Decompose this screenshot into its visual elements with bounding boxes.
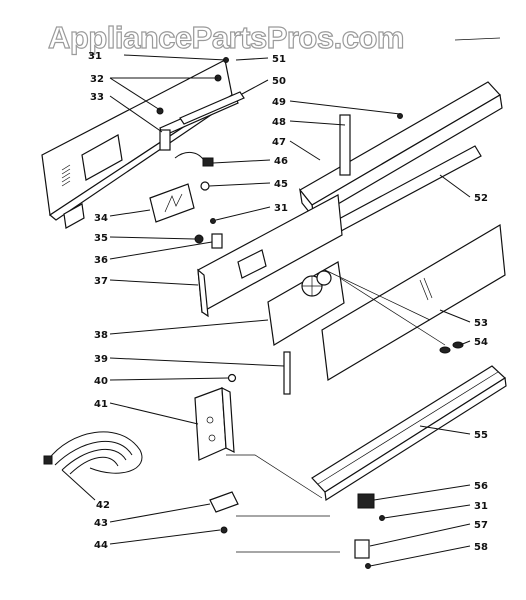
- callout-51: 51: [272, 54, 286, 65]
- screw-31-low: [379, 515, 385, 521]
- callout-31-top: 31: [88, 51, 102, 62]
- part-glass-panel-53: [321, 224, 506, 381]
- part-connector-46: [174, 152, 214, 167]
- part-panel-insert-38: [267, 261, 345, 346]
- callout-36: 36: [94, 255, 108, 266]
- part-plate-41: [194, 386, 235, 461]
- callout-54: 54: [474, 337, 488, 348]
- part-bracket-50: [179, 91, 245, 125]
- screw-58: [365, 563, 371, 569]
- callout-55: 55: [474, 430, 488, 441]
- part-nut-35: [194, 234, 204, 244]
- watermark-text: AppliancePartsPros.com: [48, 20, 404, 55]
- callout-44: 44: [94, 540, 108, 551]
- part-clock-34: [149, 183, 195, 223]
- watermark-underline: [454, 37, 501, 41]
- part-post-48: [339, 114, 351, 176]
- callout-49: 49: [272, 97, 286, 108]
- part-fastener-54: [439, 341, 464, 354]
- part-block-56: [357, 493, 375, 509]
- part-bracket-43: [209, 491, 239, 513]
- guide-line-3: [226, 454, 323, 499]
- part-nut-45: [200, 181, 210, 191]
- part-rod-39: [283, 351, 291, 395]
- callout-38: 38: [94, 330, 108, 341]
- part-wire-harness-42: [43, 431, 143, 475]
- part-clip-57: [354, 539, 370, 559]
- vent-grille: [61, 164, 71, 187]
- callout-43: 43: [94, 518, 108, 529]
- callout-52: 52: [474, 193, 488, 204]
- screw-31-mid: [210, 218, 216, 224]
- part-clip-36: [211, 233, 223, 249]
- callout-32: 32: [90, 74, 104, 85]
- clock-hands: [164, 193, 183, 213]
- callout-47: 47: [272, 137, 286, 148]
- callout-50: 50: [272, 76, 286, 87]
- callout-40: 40: [94, 376, 108, 387]
- leader-lines: [61, 54, 471, 567]
- callout-31-low: 31: [474, 501, 488, 512]
- guide-line-2: [339, 277, 446, 346]
- part-control-panel-back: [41, 59, 238, 229]
- callout-56: 56: [474, 481, 488, 492]
- callout-57: 57: [474, 520, 488, 531]
- callout-42: 42: [96, 500, 110, 511]
- callout-31-mid: 31: [274, 203, 288, 214]
- callout-37: 37: [94, 276, 108, 287]
- callout-48: 48: [272, 117, 286, 128]
- callout-34: 34: [94, 213, 108, 224]
- callout-35: 35: [94, 233, 108, 244]
- callout-45: 45: [274, 179, 288, 190]
- guide-line-1: [324, 269, 431, 321]
- callout-58: 58: [474, 542, 488, 553]
- screw-44: [220, 526, 228, 534]
- screw-40: [227, 373, 237, 383]
- callout-41: 41: [94, 399, 108, 410]
- part-control-panel-37: [197, 194, 343, 318]
- part-rail-55: [311, 365, 507, 502]
- callout-46: 46: [274, 156, 288, 167]
- callout-39: 39: [94, 354, 108, 365]
- callout-33: 33: [90, 92, 104, 103]
- callout-53: 53: [474, 318, 488, 329]
